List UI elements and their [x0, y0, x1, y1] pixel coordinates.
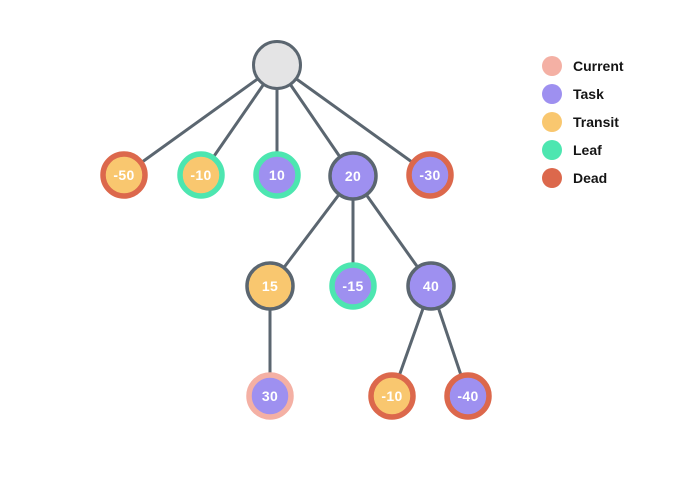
tree-node--40: -40 — [444, 372, 492, 420]
node-label: -40 — [457, 388, 478, 404]
node-label: -15 — [342, 278, 363, 294]
node-label: -10 — [381, 388, 402, 404]
legend-label: Task — [573, 86, 604, 102]
legend-label: Dead — [573, 170, 608, 186]
node-circle — [246, 372, 294, 420]
node-circle — [245, 261, 295, 311]
tree-node-15: 15 — [245, 261, 295, 311]
legend-item-task: Task — [542, 84, 624, 104]
legend-item-current: Current — [542, 56, 624, 76]
tree-edge-root-n5 — [276, 63, 431, 177]
node-circle — [368, 372, 416, 420]
node-circle — [252, 40, 302, 90]
node-label: 40 — [423, 278, 439, 294]
node-label: 20 — [345, 168, 361, 184]
node-label: -30 — [419, 167, 440, 183]
node-circle — [177, 151, 225, 199]
tree-node-30: 30 — [246, 372, 294, 420]
tree-node-10: 10 — [253, 151, 301, 199]
node-circle — [444, 372, 492, 420]
tree-node-root — [252, 40, 302, 90]
node-label: -50 — [113, 167, 134, 183]
tree-node--50: -50 — [100, 151, 148, 199]
legend-label: Leaf — [573, 142, 602, 158]
node-circle — [406, 261, 456, 311]
node-label: 15 — [262, 278, 278, 294]
legend-label: Transit — [573, 114, 619, 130]
legend-swatch-transit — [542, 112, 562, 132]
legend-swatch-leaf — [542, 140, 562, 160]
node-circle — [328, 151, 378, 201]
node-circle — [406, 151, 454, 199]
node-circle — [253, 151, 301, 199]
tree-edge-root-n1 — [123, 63, 278, 177]
node-label: -10 — [190, 167, 211, 183]
legend-swatch-task — [542, 84, 562, 104]
node-label: 30 — [262, 388, 278, 404]
legend-item-dead: Dead — [542, 168, 624, 188]
tree-node--10: -10 — [177, 151, 225, 199]
tree-node-20: 20 — [328, 151, 378, 201]
tree-node-40: 40 — [406, 261, 456, 311]
tree-node--15: -15 — [329, 262, 377, 310]
legend-item-leaf: Leaf — [542, 140, 624, 160]
legend-item-transit: Transit — [542, 112, 624, 132]
tree-node--10: -10 — [368, 372, 416, 420]
node-circle — [329, 262, 377, 310]
node-label: 10 — [269, 167, 285, 183]
legend-swatch-current — [542, 56, 562, 76]
tree-node--30: -30 — [406, 151, 454, 199]
node-circle — [100, 151, 148, 199]
legend-label: Current — [573, 58, 624, 74]
legend-swatch-dead — [542, 168, 562, 188]
